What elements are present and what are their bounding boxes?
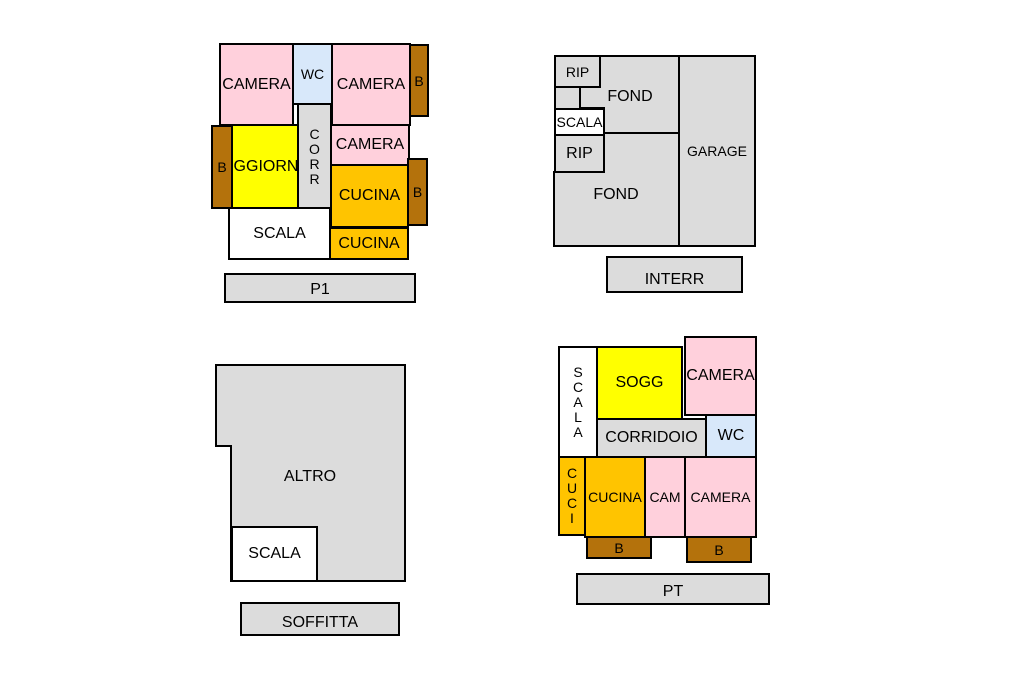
- p1-floor-label: P1: [224, 273, 416, 303]
- interr-garage: GARAGE: [678, 55, 756, 247]
- soffitta-altro: ALTRO: [283, 468, 337, 485]
- interr-rip-2: RIP: [554, 134, 605, 173]
- soffitta-scala: SCALA: [231, 526, 318, 582]
- p1-cucina-2: CUCINA: [329, 227, 409, 260]
- p1-scala: SCALA: [228, 207, 331, 260]
- interr-fond-lower: FOND: [593, 186, 639, 203]
- pt-cucina: CUCINA: [584, 456, 646, 538]
- pt-camera-1: CAMERA: [684, 336, 757, 416]
- p1-cucina-1: CUCINA: [330, 164, 409, 228]
- interr-floor-label: INTERR: [606, 256, 743, 293]
- p1-balcony-right: B: [407, 158, 428, 226]
- p1-balcony-top: B: [409, 44, 429, 117]
- pt-soggiorno: SOGG: [596, 346, 683, 420]
- pt-wc: WC: [705, 414, 757, 458]
- pt-cam: CAM: [644, 456, 686, 538]
- pt-balcony-2: B: [686, 536, 752, 563]
- soffitta-floor-label: SOFFITTA: [240, 602, 400, 636]
- p1-camera-1: CAMERA: [219, 43, 294, 126]
- pt-scala: S C A L A: [558, 346, 598, 458]
- p1-corridor: C O R R: [297, 103, 332, 210]
- pt-corridoio: CORRIDOIO: [596, 418, 707, 458]
- interr-fond-upper: FOND: [607, 88, 653, 105]
- pt-floor-label: PT: [576, 573, 770, 605]
- p1-camera-3: CAMERA: [330, 124, 410, 166]
- p1-soggiorno: GGIORN: [231, 124, 301, 209]
- pt-camera-2: CAMERA: [684, 456, 757, 538]
- p1-camera-2: CAMERA: [331, 43, 411, 126]
- pt-cuci: C U C I: [558, 456, 586, 536]
- pt-balcony-1: B: [586, 536, 652, 559]
